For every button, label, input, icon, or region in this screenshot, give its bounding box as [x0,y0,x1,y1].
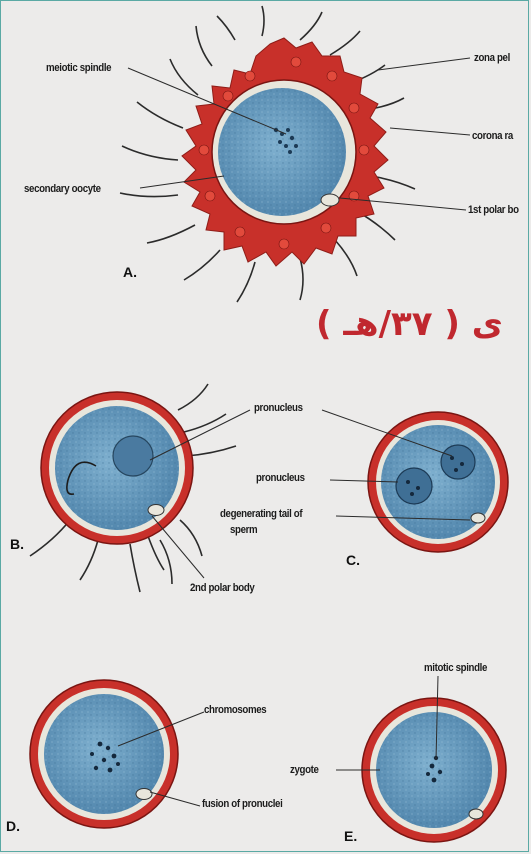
label-mitotic-spindle: mitotic spindle [424,662,487,674]
panel-letter-e: E. [344,828,357,844]
second-polar-body [148,505,164,516]
label-degenerating-tail: degenerating tail of [220,508,302,520]
panel-a [120,6,470,302]
label-pronucleus-1: pronucleus [254,402,303,414]
label-secondary-oocyte: secondary oocyte [24,183,101,195]
panel-letter-c: C. [346,552,360,568]
label-sperm: sperm [230,524,257,536]
panel-letter-d: D. [6,818,20,834]
female-pronucleus [396,468,432,504]
panel-e [336,676,506,842]
label-corona: corona ra [472,130,513,142]
panel-b-nucleus [113,436,153,476]
label-chromosomes: chromosomes [204,704,266,716]
panel-letter-a: A. [123,264,137,280]
panel-c-polar-body [471,513,485,523]
panel-c [322,410,508,552]
panel-d-polar-body [136,789,152,800]
label-pronucleus-2: pronucleus [256,472,305,484]
label-zona: zona pel [474,52,510,64]
label-meiotic-spindle: meiotic spindle [46,62,111,74]
label-zygote: zygote [290,764,319,776]
label-fusion-pronuclei: fusion of pronuclei [202,798,282,810]
arabic-overlay-text: ى ( ٣٧/هـ ) [316,304,503,344]
male-pronucleus [441,445,475,479]
panel-e-polar-body [469,809,483,819]
first-polar-body [321,194,339,206]
label-second-polar-body: 2nd polar body [190,582,254,594]
label-first-polar-body: 1st polar bo [468,204,519,216]
panel-b [30,384,250,592]
panel-d [30,680,204,828]
panel-letter-b: B. [10,536,24,552]
